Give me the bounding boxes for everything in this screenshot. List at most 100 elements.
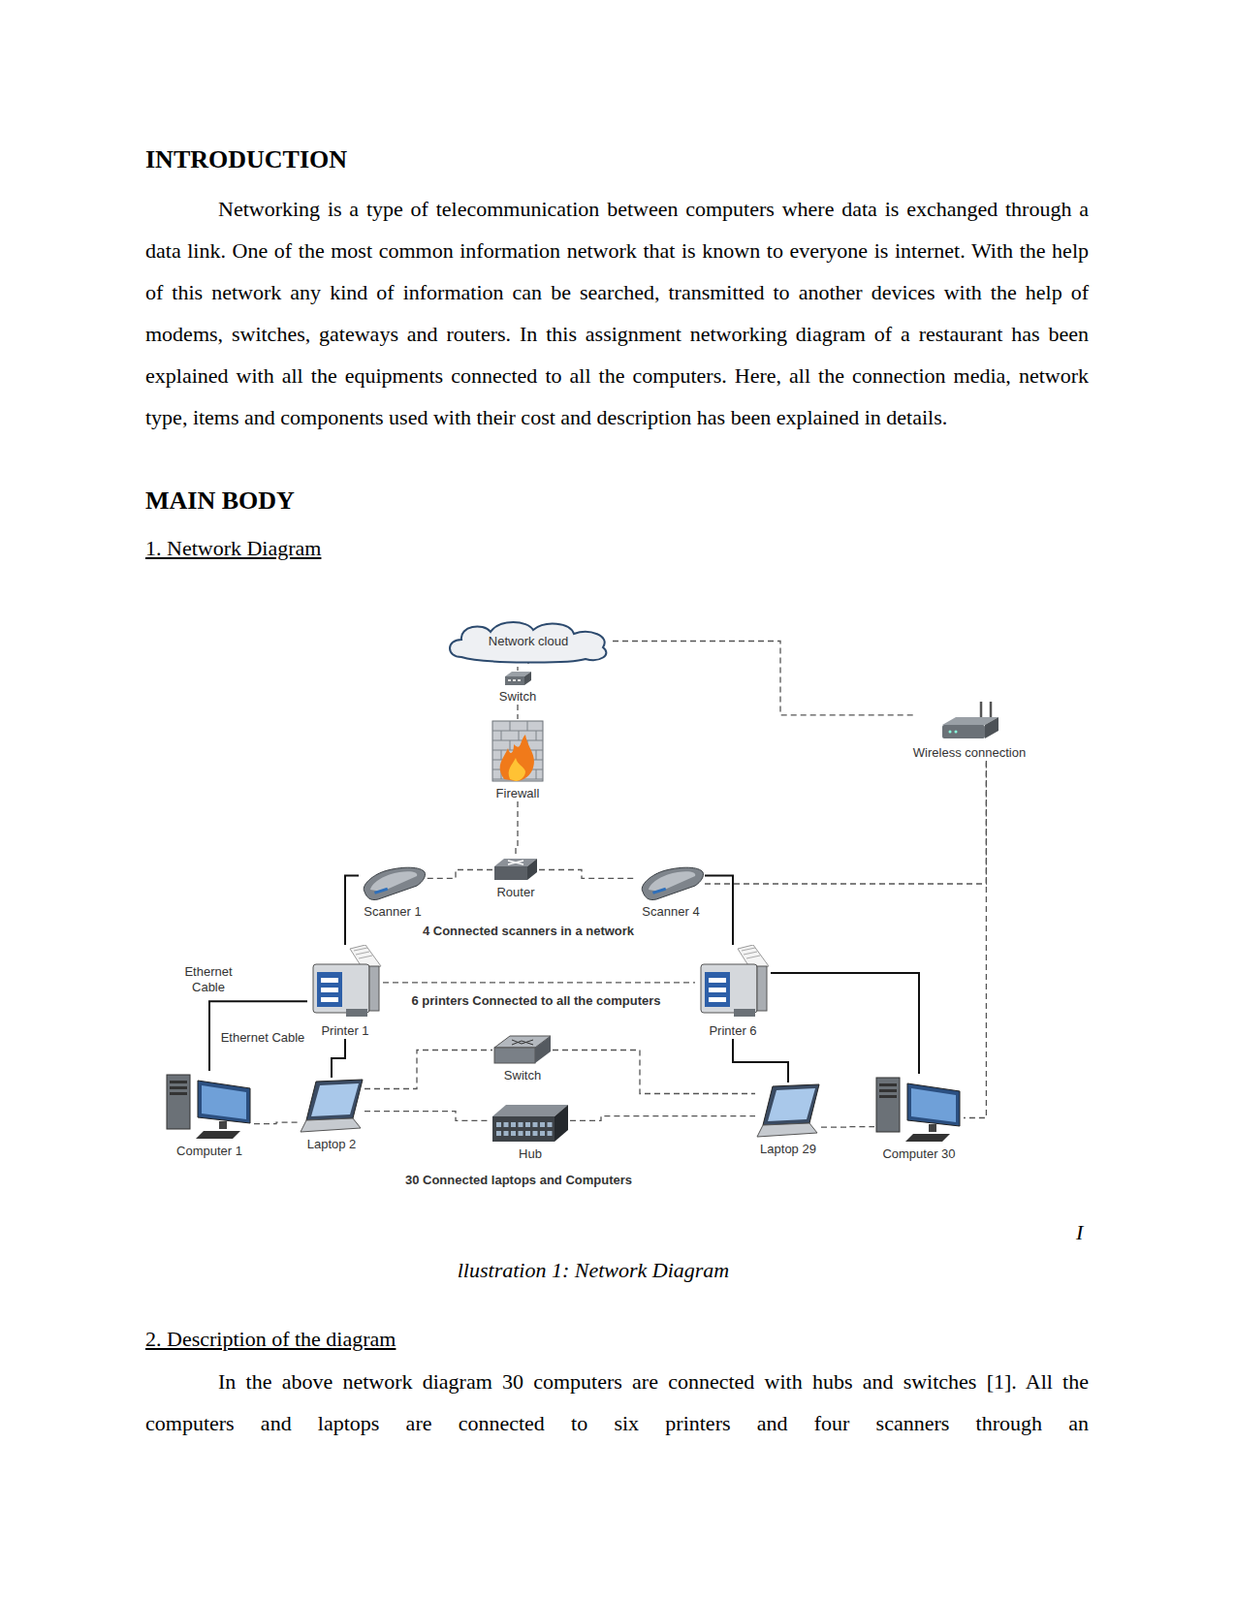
icon-part: [219, 1121, 227, 1130]
device-node: Scanner 1: [358, 864, 427, 920]
icon-part: [518, 1131, 524, 1137]
icon-part: [535, 1036, 551, 1064]
network-link: [364, 1050, 493, 1090]
device-label: Printer 1: [320, 1023, 369, 1040]
device-label: Computer 30: [882, 1146, 955, 1163]
icon-part: [363, 867, 425, 900]
switch-icon: [502, 670, 534, 687]
cloud-node: Network cloud: [443, 618, 613, 665]
icon-part: [911, 1088, 956, 1123]
icon-part: [757, 1123, 818, 1138]
icon-part: [195, 1131, 241, 1140]
subsection-heading: 1. Network Diagram: [145, 536, 321, 562]
icon-part: [554, 1105, 569, 1142]
icon-part: [510, 1122, 516, 1128]
icon-part: [311, 1083, 359, 1117]
icon-part: [518, 730, 520, 741]
section-heading: MAIN BODY: [145, 486, 295, 516]
icon-part: [708, 997, 727, 1003]
icon-part: [316, 972, 343, 1008]
icon-part: [500, 734, 535, 782]
icon-part: [539, 1122, 545, 1128]
icon-part: [547, 1131, 553, 1137]
icon-part: [539, 1131, 545, 1137]
device-node: Computer 30: [874, 1074, 964, 1163]
icon-part: [505, 676, 525, 686]
ethernet-cable: [770, 973, 920, 1075]
icon-part: [510, 1131, 516, 1137]
group-label: 30 Connected laptops and Computers: [405, 1172, 633, 1188]
printer-icon: [307, 945, 383, 1021]
icon-part: [511, 1040, 534, 1046]
device-label: Scanner 4: [641, 904, 699, 920]
device-label: Hub: [518, 1146, 542, 1163]
ethernet-cable: [704, 875, 733, 946]
scanner-icon: [636, 864, 705, 902]
body-paragraph: Networking is a type of telecommunicatio…: [145, 188, 1089, 439]
icon-part: [494, 866, 528, 881]
device-label: Switch: [504, 1068, 541, 1084]
icon-part: [306, 1079, 363, 1121]
icon-part: [536, 769, 538, 780]
subsection-heading: 2. Description of the diagram: [145, 1327, 396, 1353]
icon-part: [942, 725, 985, 739]
icon-part: [762, 1084, 820, 1126]
ethernet-cable: [345, 875, 359, 946]
icon-part: [169, 1080, 188, 1084]
network-link: [538, 870, 637, 880]
icon-part: [953, 730, 957, 734]
ethernet-cable: [732, 1039, 789, 1083]
device-label: Laptop 2: [307, 1137, 357, 1153]
icon-part: [948, 730, 951, 734]
device-node: Printer 6: [695, 945, 771, 1040]
icon-part: [757, 966, 767, 1012]
icon-part: [353, 948, 373, 959]
device-label: Router: [496, 885, 535, 901]
icon-part: [492, 740, 543, 742]
network-link: [552, 1050, 756, 1095]
router-icon: [492, 856, 539, 883]
section-heading: INTRODUCTION: [145, 145, 348, 175]
icon-part: [509, 740, 511, 751]
device-label: Scanner 1: [363, 904, 421, 920]
icon-part: [517, 679, 521, 682]
icon-part: [449, 622, 606, 664]
icon-part: [346, 1009, 368, 1017]
device-node: Laptop 29: [755, 1082, 822, 1158]
device-node: Router: [492, 856, 539, 901]
device-node: Wireless connection: [913, 699, 1026, 761]
icon-part: [928, 1124, 937, 1133]
device-node: Scanner 4: [636, 864, 705, 920]
icon-part: [733, 1009, 756, 1017]
network-link: [364, 1111, 491, 1122]
icon-part: [879, 1089, 897, 1093]
ethernet-cable: [209, 1001, 308, 1072]
icon-part: [989, 701, 993, 720]
device-node: Laptop 2: [298, 1077, 365, 1153]
printer-icon: [695, 945, 771, 1021]
icon-part: [533, 1131, 539, 1137]
icon-part: [876, 1077, 900, 1133]
icon-part: [501, 750, 503, 761]
device-node: Switch: [499, 670, 537, 705]
device-label: Firewall: [496, 786, 540, 802]
icon-part: [313, 964, 370, 1014]
figure-caption: llustration 1: Network Diagram: [457, 1258, 730, 1284]
icon-part: [374, 887, 388, 895]
icon-part: [533, 1122, 539, 1128]
icon-part: [496, 1131, 502, 1137]
device-node: Firewall: [490, 719, 545, 802]
device-node: Hub: [490, 1103, 571, 1163]
computer-icon: [874, 1074, 964, 1144]
wireless-icon: [938, 699, 1001, 743]
icon-part: [507, 679, 511, 682]
icon-part: [369, 966, 380, 1012]
icon-part: [166, 1075, 191, 1130]
device-node: Switch: [492, 1032, 553, 1084]
device-label: Wireless connection: [913, 745, 1026, 761]
icon-part: [527, 858, 538, 881]
icon-part: [536, 730, 538, 741]
laptop-icon: [755, 1082, 822, 1140]
group-label: 4 Connected scanners in a network: [422, 923, 634, 939]
network-link: [516, 704, 518, 720]
